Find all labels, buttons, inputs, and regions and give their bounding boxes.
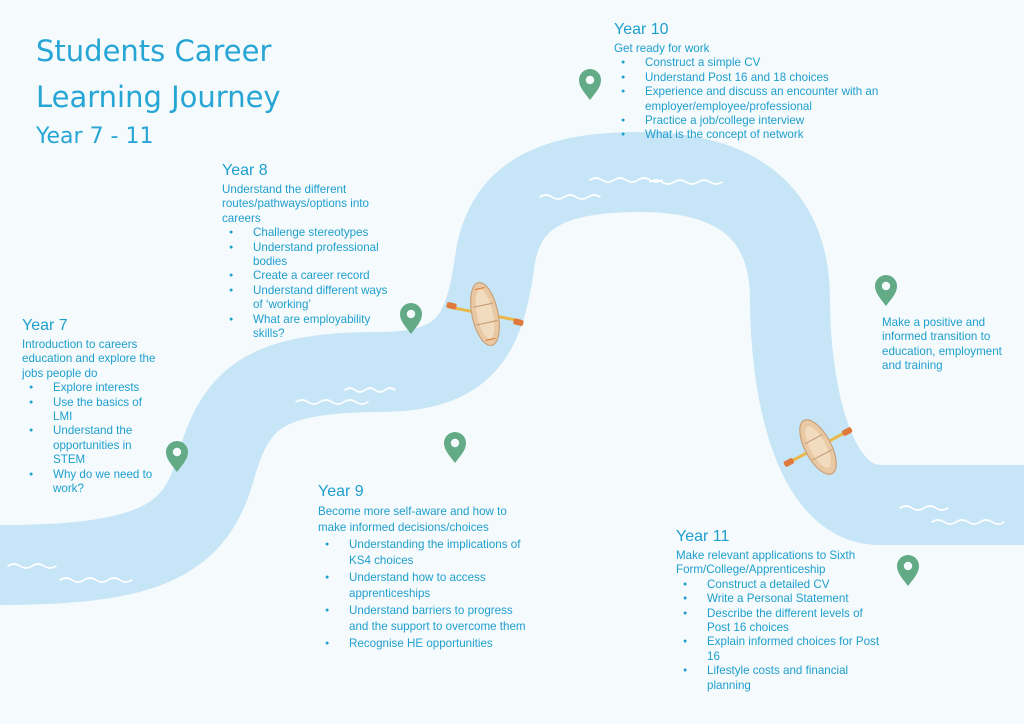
list-item: Why do we need to work? bbox=[29, 468, 163, 497]
page-title: Students Career bbox=[36, 34, 272, 68]
list-item: Understand barriers to progress and the … bbox=[325, 603, 529, 636]
list-item: Lifestyle costs and financial planning bbox=[683, 664, 867, 693]
list-item: Understand different ways of ‘working’ bbox=[229, 284, 398, 313]
list-item: Explain informed choices for Post 16 bbox=[683, 635, 892, 664]
year-8-block: Year 8 Understand the different routes/p… bbox=[222, 161, 402, 341]
map-pin-icon bbox=[166, 441, 188, 472]
list-item: Construct a detailed CV bbox=[683, 578, 896, 593]
year-9-block: Year 9 Become more self-aware and how to… bbox=[318, 482, 548, 653]
map-pin-icon bbox=[897, 555, 919, 586]
map-pin-icon bbox=[579, 69, 601, 100]
year-goals-list: Understanding the implications of KS4 ch… bbox=[318, 537, 548, 653]
list-item: Practice a job/college interview bbox=[621, 114, 904, 129]
map-pin-icon bbox=[875, 275, 897, 306]
list-item: Describe the different levels of Post 16… bbox=[683, 607, 882, 636]
year-11-block: Year 11 Make relevant applications to Si… bbox=[676, 527, 896, 693]
list-item: Recognise HE opportunities bbox=[325, 636, 548, 653]
list-item: Create a career record bbox=[229, 269, 402, 284]
year-intro: Introduction to careers education and ex… bbox=[22, 338, 156, 380]
year-7-block: Year 7 Introduction to careers education… bbox=[22, 316, 157, 496]
list-item: Understanding the implications of KS4 ch… bbox=[325, 537, 544, 570]
wave-lines bbox=[7, 177, 1005, 583]
list-item: Understand the opportunities in STEM bbox=[29, 424, 148, 467]
page-title-line-2: Learning Journey bbox=[36, 80, 281, 114]
rowing-boat-icon bbox=[446, 281, 524, 347]
year-goals-list: Construct a detailed CV Write a Personal… bbox=[676, 578, 896, 693]
list-item: Challenge stereotypes bbox=[229, 226, 402, 241]
rowing-boat-icon bbox=[783, 419, 853, 475]
year-heading: Year 9 bbox=[318, 483, 364, 500]
year-intro: Become more self-aware and how to make i… bbox=[318, 505, 507, 535]
year-heading: Year 11 bbox=[676, 528, 730, 545]
list-item: What are employability skills? bbox=[229, 313, 388, 342]
destination-block: Make a positive and informed transition … bbox=[882, 316, 1017, 374]
year-10-block: Year 10 Get ready for work Construct a s… bbox=[614, 20, 904, 143]
map-pin-icon bbox=[400, 303, 422, 334]
list-item: Experience and discuss an encounter with… bbox=[621, 85, 895, 114]
year-goals-list: Challenge stereotypes Understand profess… bbox=[222, 226, 402, 341]
year-heading: Year 8 bbox=[222, 162, 268, 179]
list-item: Use the basics of LMI bbox=[29, 396, 148, 425]
list-item: Construct a simple CV bbox=[621, 56, 904, 71]
year-heading: Year 7 bbox=[22, 317, 68, 334]
year-heading: Year 10 bbox=[614, 21, 669, 38]
destination-text: Make a positive and informed transition … bbox=[882, 316, 1002, 373]
river bbox=[0, 131, 1024, 605]
list-item: Understand how to access apprenticeships bbox=[325, 570, 509, 603]
map-pin-icon bbox=[444, 432, 466, 463]
list-item: What is the concept of network bbox=[621, 128, 904, 143]
list-item: Understand Post 16 and 18 choices bbox=[621, 71, 904, 86]
year-goals-list: Construct a simple CV Understand Post 16… bbox=[614, 56, 904, 143]
year-intro: Get ready for work bbox=[614, 42, 710, 55]
list-item: Explore interests bbox=[29, 381, 157, 396]
page-subtitle: Year 7 - 11 bbox=[36, 124, 154, 149]
year-goals-list: Explore interests Use the basics of LMI … bbox=[22, 381, 157, 496]
year-intro: Understand the different routes/pathways… bbox=[222, 183, 369, 225]
list-item: Understand professional bodies bbox=[229, 241, 391, 270]
year-intro: Make relevant applications to Sixth Form… bbox=[676, 549, 856, 577]
list-item: Write a Personal Statement bbox=[683, 592, 896, 607]
